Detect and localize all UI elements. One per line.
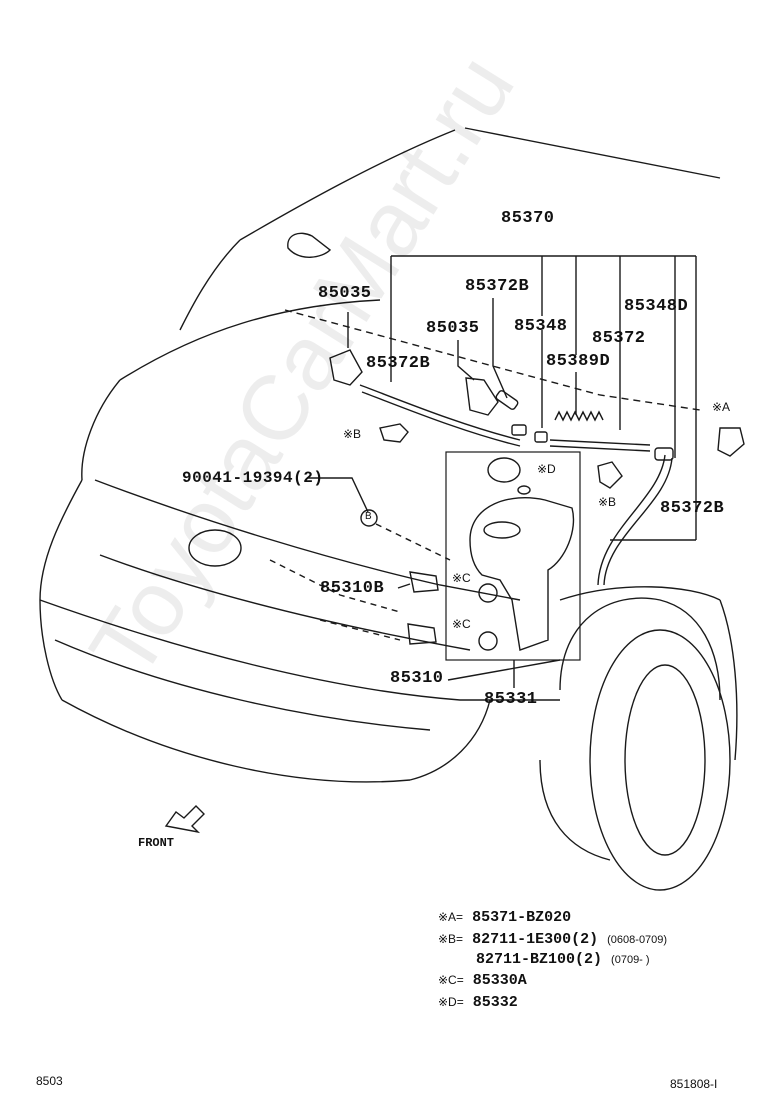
connector-2: [534, 431, 548, 443]
grommet-c-bot: [478, 631, 498, 651]
grille-dashed: [269, 559, 401, 613]
bumper-top: [39, 599, 560, 701]
legend-key: ※C=: [438, 973, 464, 987]
leader-85035-mid: [457, 340, 475, 381]
mirror: [287, 232, 332, 258]
legend-part: 85371-BZ020: [472, 909, 572, 926]
label-85331: 85331: [484, 690, 538, 709]
body-right: [719, 599, 738, 761]
legend-part: 85332: [472, 994, 518, 1011]
label-front: FRONT: [138, 836, 175, 850]
bumper-edge: [409, 699, 491, 781]
grille-lower: [99, 554, 471, 651]
roof-line: [239, 129, 456, 241]
label-85348d: 85348D: [624, 297, 689, 316]
wheel-arch: [559, 597, 721, 701]
legend-part: 85330A: [472, 972, 527, 989]
hose-right-2: [603, 457, 673, 586]
clip-b-right: [597, 461, 623, 489]
footer-right-code: 851808-I: [670, 1077, 718, 1091]
hood-front-edge: [119, 299, 381, 381]
hose-right: [597, 454, 666, 586]
wheel-outer: [589, 629, 731, 891]
wheel-inner: [624, 664, 706, 856]
label-85372b-top: 85372B: [465, 277, 530, 296]
label-ref-b-right: ※B: [598, 495, 617, 509]
reservoir-filler: [483, 521, 521, 539]
emblem: [188, 529, 242, 567]
legend-key: ※D=: [438, 995, 464, 1009]
legend-part: 82711-BZ100(2): [476, 951, 603, 968]
label-circle-b: B: [365, 511, 372, 522]
bumper-mid: [54, 639, 431, 731]
nozzle-mid: [465, 377, 499, 416]
label-85372: 85372: [592, 329, 646, 348]
label-85035-mid: 85035: [426, 319, 480, 338]
legend-row-d: ※D= 85332: [438, 995, 518, 1010]
fender-lower: [539, 759, 611, 861]
label-85389d: 85389D: [546, 352, 611, 371]
connector-1: [511, 424, 527, 436]
hose-piece-85372B: [495, 390, 519, 410]
pump-85310B: [409, 571, 439, 593]
label-85035-left: 85035: [318, 284, 372, 303]
fender-top: [559, 586, 721, 601]
grille-upper: [94, 479, 521, 601]
connector-3: [654, 447, 674, 461]
label-85310b: 85310B: [320, 579, 385, 598]
nozzle-left: [329, 349, 363, 386]
legend-row-b1: ※B= 82711-1E300(2) (0608-0709): [438, 932, 667, 947]
label-85370: 85370: [501, 209, 555, 228]
clip-b-left: [379, 423, 409, 443]
body-left: [39, 479, 83, 701]
reservoir-tank: [469, 497, 575, 651]
legend-key: ※B=: [438, 932, 464, 946]
reservoir-cap-small: [517, 485, 531, 495]
legend-key: ※A=: [438, 910, 464, 924]
legend-part: 82711-1E300(2): [472, 931, 599, 948]
hose-left-2: [361, 391, 521, 447]
hood-left: [81, 379, 121, 481]
label-ref-d: ※D: [537, 462, 556, 476]
label-85348: 85348: [514, 317, 568, 336]
hose-spring: [554, 410, 604, 422]
lower-dashed: [319, 619, 401, 641]
label-ref-b-left: ※B: [343, 427, 362, 441]
a-pillar: [179, 239, 241, 331]
windshield-line: [464, 127, 721, 179]
reservoir-cap: [487, 457, 521, 483]
bolt-dashed: [375, 523, 451, 561]
legend-range: (0709- ): [611, 954, 650, 966]
legend-row-c: ※C= 85330A: [438, 973, 527, 988]
leader-90041: [307, 477, 369, 513]
leader-85310B: [397, 583, 411, 589]
front-arrow: [164, 805, 205, 834]
label-ref-c-top: ※C: [452, 571, 471, 585]
grommet-c-top: [478, 583, 498, 603]
label-ref-a: ※A: [712, 400, 731, 414]
label-ref-c-bot: ※C: [452, 617, 471, 631]
legend-range: (0608-0709): [607, 934, 668, 946]
hose-center-2: [549, 445, 651, 452]
label-90041-19394: 90041-19394(2): [182, 469, 324, 487]
label-85372b-right: 85372B: [660, 499, 725, 518]
pump-85310: [407, 623, 437, 645]
reservoir-box: [445, 451, 581, 661]
label-85372b-left: 85372B: [366, 354, 431, 373]
legend-row-a: ※A= 85371-BZ020: [438, 910, 571, 925]
bolt-circle: [360, 509, 378, 527]
bumper-bottom: [61, 699, 411, 783]
footer-left-code: 8503: [36, 1074, 63, 1088]
hose-center: [549, 439, 651, 446]
legend-row-b2: 82711-BZ100(2) (0709- ): [476, 952, 650, 967]
leader-85310: [447, 659, 561, 681]
leader-85372B-mid: [492, 298, 508, 399]
clip-a: [717, 427, 745, 457]
label-85310: 85310: [390, 669, 444, 688]
hose-left: [359, 384, 521, 441]
hood-rear-dashed: [284, 309, 701, 411]
